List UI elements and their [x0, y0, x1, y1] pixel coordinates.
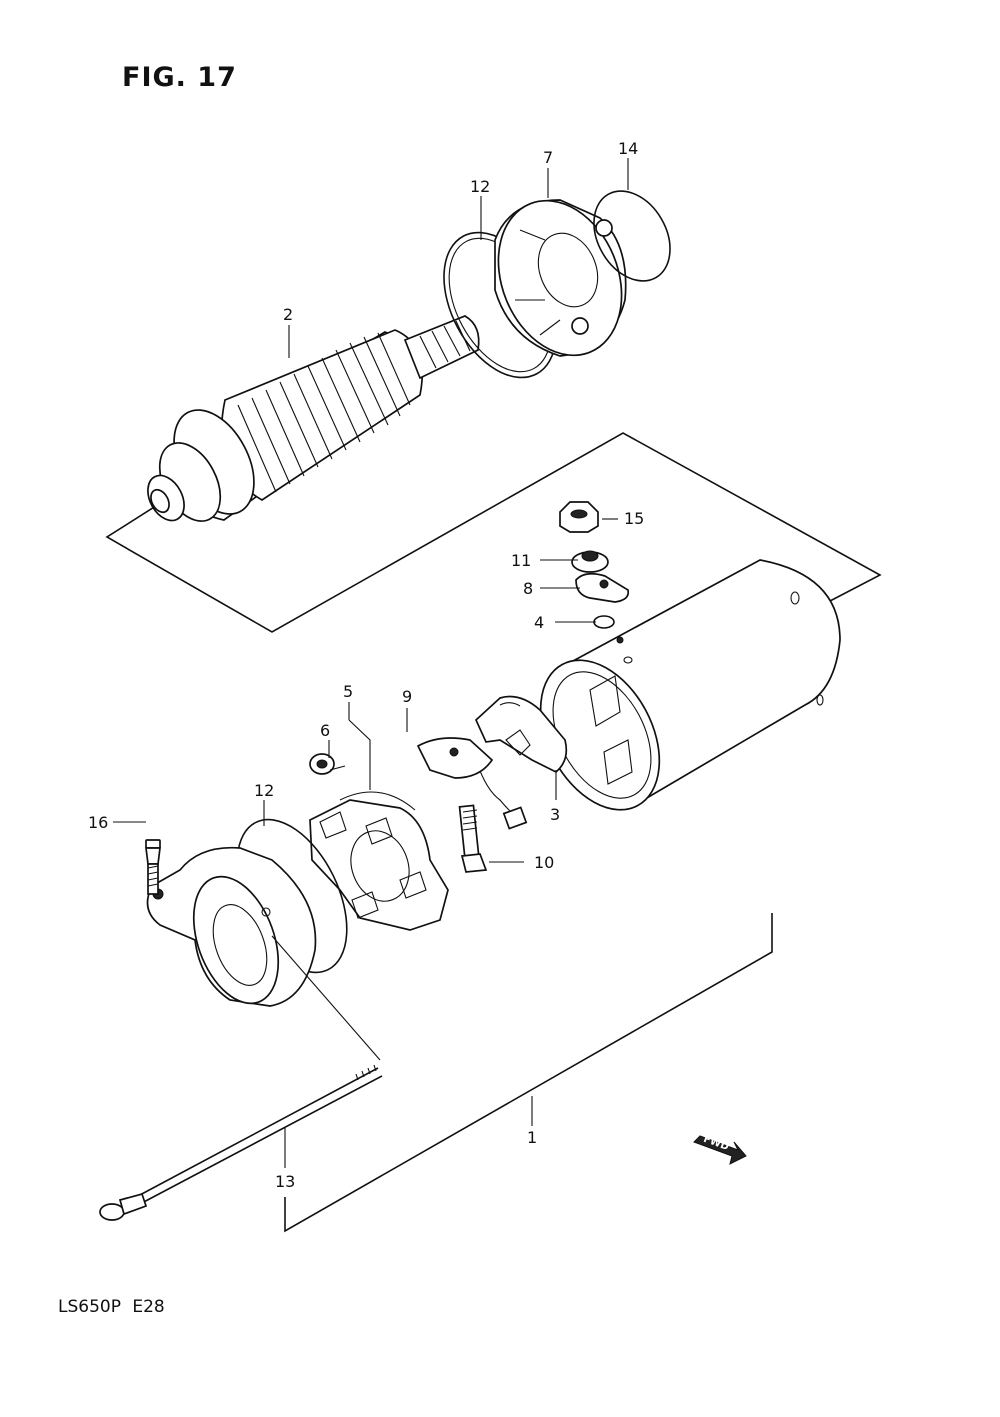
callout-13: 13	[275, 1172, 295, 1191]
callout-5: 5	[343, 682, 353, 701]
callout-10: 10	[534, 853, 554, 872]
callout-15: 15	[624, 509, 644, 528]
terminal-o-ring	[593, 615, 615, 629]
model-code: LS650P	[58, 1297, 121, 1317]
front-housing	[494, 199, 627, 357]
callout-7: 7	[543, 148, 553, 167]
insulator	[416, 737, 494, 779]
armature	[147, 315, 480, 522]
region-code: E28	[132, 1297, 165, 1317]
callout-8: 8	[523, 579, 533, 598]
callout-2: 2	[283, 305, 293, 324]
mount-bolt	[145, 839, 161, 895]
callout-11: 11	[511, 551, 531, 570]
group-bracket-lower	[284, 913, 773, 1233]
bushing	[309, 753, 346, 775]
group-bracket-upper	[105, 432, 882, 633]
callout-14: 14	[618, 139, 638, 158]
rear-cover	[146, 846, 317, 1007]
callout-12-upper: 12	[470, 177, 490, 196]
projection-line	[271, 935, 381, 1061]
o-ring-front	[593, 190, 671, 282]
callout-9: 9	[402, 687, 412, 706]
leader-lines	[113, 158, 629, 1168]
brush	[502, 806, 528, 830]
callout-1: 1	[527, 1128, 537, 1147]
callout-4: 4	[534, 613, 544, 632]
terminal-nut	[559, 501, 599, 533]
callout-3: 3	[550, 805, 560, 824]
terminal-bolt	[458, 804, 488, 873]
callout-16: 16	[88, 813, 108, 832]
model-footer: LS650P E28	[58, 1297, 171, 1317]
callout-12-lower: 12	[254, 781, 274, 800]
terminal-plate	[575, 572, 630, 603]
terminal-washer	[571, 550, 609, 573]
callout-6: 6	[320, 721, 330, 740]
brush-holder	[309, 791, 449, 931]
forward-direction-arrow-icon	[693, 1135, 747, 1165]
motor-yoke	[539, 559, 841, 811]
figure-title: FIG. 17	[122, 62, 237, 93]
through-bolt	[99, 1064, 383, 1221]
